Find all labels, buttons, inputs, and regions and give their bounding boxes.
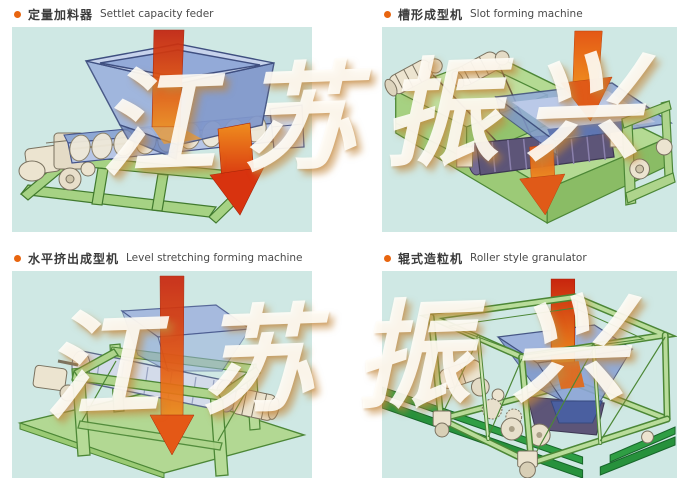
slot-forming-machine-illustration [384,30,676,225]
section-roller-style-granulator: 辊式造粒机 Roller style granulator [382,245,677,480]
section-slot-forming-machine: 槽形成型机 Slot forming machine [382,1,677,234]
illustration-panel [382,271,677,478]
bullet-icon [14,254,21,262]
section-level-stretching-forming-machine: 水平挤出成型机 Level stretching forming machine [12,245,312,480]
illustration-panel [12,27,312,232]
illustration-panel [12,271,312,478]
roller-style-granulator-illustration [382,278,677,478]
section-header: 水平挤出成型机 Level stretching forming machine [12,245,312,271]
section-title-zh: 水平挤出成型机 [28,251,120,266]
section-header: 槽形成型机 Slot forming machine [382,1,677,27]
section-title-zh: 槽形成型机 [398,7,464,22]
section-title-en: Roller style granulator [470,252,587,264]
bullet-icon [384,10,391,18]
section-title-en: Level stretching forming machine [126,252,303,264]
level-stretching-forming-machine-illustration [17,275,307,478]
section-title-zh: 辊式造粒机 [398,251,464,266]
section-title-en: Settlet capacity feder [100,8,214,20]
settlet-capacity-feeder-illustration [18,29,305,224]
section-title-zh: 定量加料器 [28,7,94,22]
section-header: 定量加料器 Settlet capacity feder [12,1,312,27]
bullet-icon [384,254,391,262]
section-header: 辊式造粒机 Roller style granulator [382,245,677,271]
section-settlet-capacity-feeder: 定量加料器 Settlet capacity feder [12,1,312,234]
section-title-en: Slot forming machine [470,8,583,20]
illustration-panel [382,27,677,232]
bullet-icon [14,10,21,18]
